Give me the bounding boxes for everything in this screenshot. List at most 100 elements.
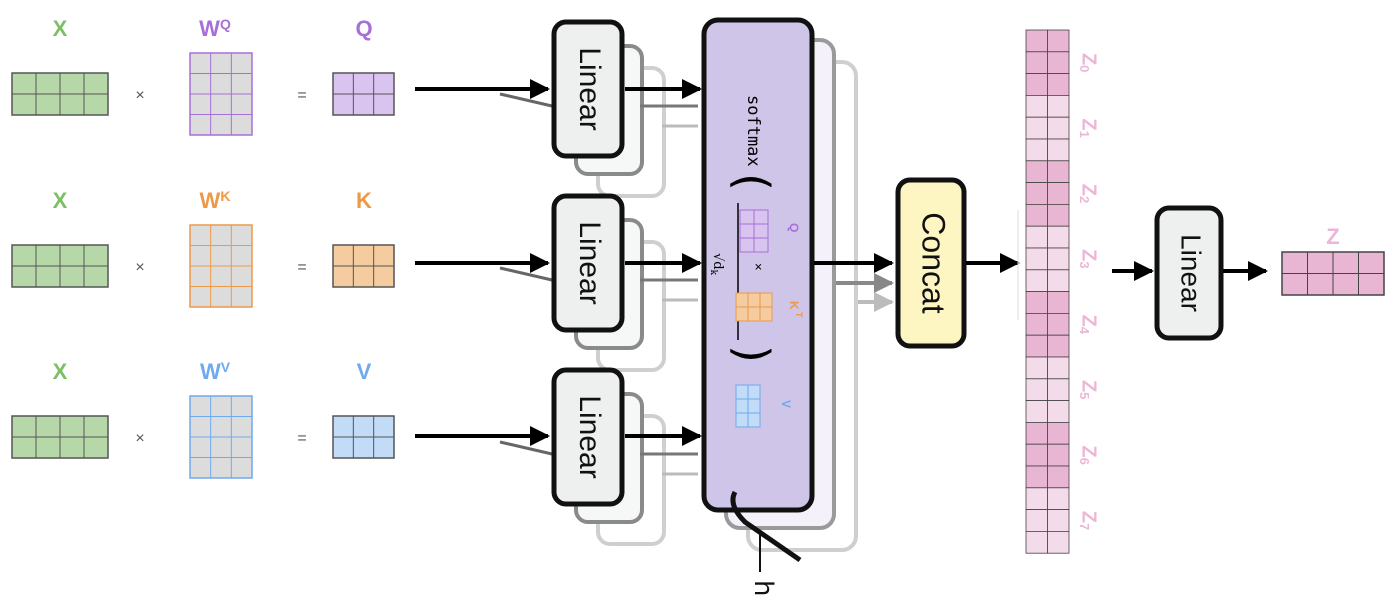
z-cell <box>1025 487 1048 510</box>
projection-row: X×WQ=Q <box>11 16 395 136</box>
x-label: X <box>53 16 68 41</box>
z-cell <box>1047 29 1070 53</box>
z-head-block: Z5 <box>1025 356 1100 423</box>
output-z: Z <box>1281 224 1385 296</box>
output-label: K <box>356 188 372 213</box>
x-matrix <box>11 72 109 116</box>
kt-matrix-small <box>735 292 773 322</box>
z-cell <box>1025 29 1048 53</box>
sqrt-dk: √dk <box>708 253 725 276</box>
q-matrix-small <box>739 209 769 253</box>
z-cell <box>1047 421 1070 445</box>
z-cell <box>1047 160 1070 184</box>
softmax-label: softmax <box>743 95 763 167</box>
attention-stack <box>701 17 858 552</box>
output-matrix <box>332 415 395 459</box>
heads-bracket: h <box>730 490 802 596</box>
z-head-label: Z1 <box>1077 118 1100 137</box>
z-head-label: Z6 <box>1077 445 1100 464</box>
concat-label: Concat <box>916 212 952 314</box>
v-matrix-small <box>735 384 761 428</box>
z-cell <box>1025 356 1048 380</box>
z-head-label: Z7 <box>1077 511 1100 530</box>
z-head-block: Z1 <box>1025 95 1100 162</box>
weight-matrix <box>189 52 253 136</box>
k-sup-small: T <box>794 312 804 318</box>
z-cell <box>1047 356 1070 380</box>
linear-box <box>551 19 625 159</box>
times-sign: × <box>135 259 144 276</box>
z-cell <box>1025 269 1048 292</box>
z-head-block: Z2 <box>1025 160 1100 227</box>
z-cell <box>1025 160 1048 184</box>
k-label-small: K <box>787 301 801 310</box>
weight-label: WK <box>200 188 231 213</box>
z-cell <box>1025 95 1048 118</box>
z-cell <box>1047 182 1070 205</box>
linear-stack: Linear <box>499 193 698 372</box>
heads-label: h <box>748 580 778 596</box>
z-cell <box>1025 51 1048 74</box>
z-cell <box>1025 291 1048 314</box>
x-matrix <box>11 415 109 459</box>
equals-sign: = <box>297 430 306 447</box>
z-head-block: Z4 <box>1025 291 1100 358</box>
final-linear-label: Linear <box>1176 234 1207 312</box>
z-cell <box>1025 203 1048 227</box>
linear-label: Linear <box>573 221 606 304</box>
z-cell <box>1047 203 1070 227</box>
output-matrix <box>332 244 395 288</box>
z-cell <box>1047 73 1070 96</box>
z-cell <box>1025 400 1048 423</box>
linear-box <box>551 367 625 507</box>
z-head-block: Z6 <box>1025 421 1100 489</box>
z-cell <box>1025 334 1048 358</box>
z-head-block: Z7 <box>1025 487 1100 554</box>
z-cell <box>1047 487 1070 510</box>
z-cell <box>1025 531 1048 554</box>
z-head-label: Z0 <box>1077 53 1100 72</box>
z-cell <box>1025 509 1048 532</box>
z-cell <box>1025 443 1048 467</box>
x-matrix <box>11 244 109 288</box>
z-cell <box>1025 182 1048 205</box>
output-matrix <box>332 72 395 116</box>
projection-row: X×WK=K <box>11 188 395 308</box>
z-cell <box>1025 73 1048 96</box>
z-cell <box>1025 465 1048 489</box>
z-cell <box>1047 312 1070 336</box>
z-head-block: Z0 <box>1025 29 1100 96</box>
z-cell <box>1047 291 1070 314</box>
output-label: V <box>357 359 372 384</box>
attention-formula: softmax ( Q × K T √dk ) <box>708 95 804 428</box>
attention-box <box>701 17 815 513</box>
z-head-label: Z5 <box>1077 380 1100 399</box>
concat-block: Concat <box>895 177 967 349</box>
q-label-small: Q <box>787 223 801 232</box>
output-z-label: Z <box>1326 224 1339 249</box>
z-cell <box>1047 51 1070 74</box>
linear-to-attention-arrows <box>625 79 702 446</box>
final-linear-box <box>1154 205 1224 341</box>
output-label: Q <box>355 16 372 41</box>
final-linear-block: Linear <box>1154 205 1224 341</box>
z-head-block: Z3 <box>1025 225 1100 292</box>
z-cell <box>1025 378 1048 401</box>
close-paren: ) <box>725 345 779 363</box>
output-z-cells <box>1281 251 1385 296</box>
z-cell <box>1025 421 1048 445</box>
z-head-label: Z2 <box>1077 184 1100 203</box>
z-cell <box>1047 509 1070 532</box>
linear-label: Linear <box>573 395 606 478</box>
z-cell <box>1025 225 1048 249</box>
linear-label: Linear <box>573 47 606 130</box>
z-cell <box>1047 116 1070 140</box>
z-cell <box>1025 247 1048 271</box>
weight-label: WQ <box>199 16 231 41</box>
z-cell <box>1047 269 1070 292</box>
times-small: × <box>751 263 766 271</box>
projection-row: X×WV=V <box>11 359 395 479</box>
input-arrows <box>415 79 550 446</box>
